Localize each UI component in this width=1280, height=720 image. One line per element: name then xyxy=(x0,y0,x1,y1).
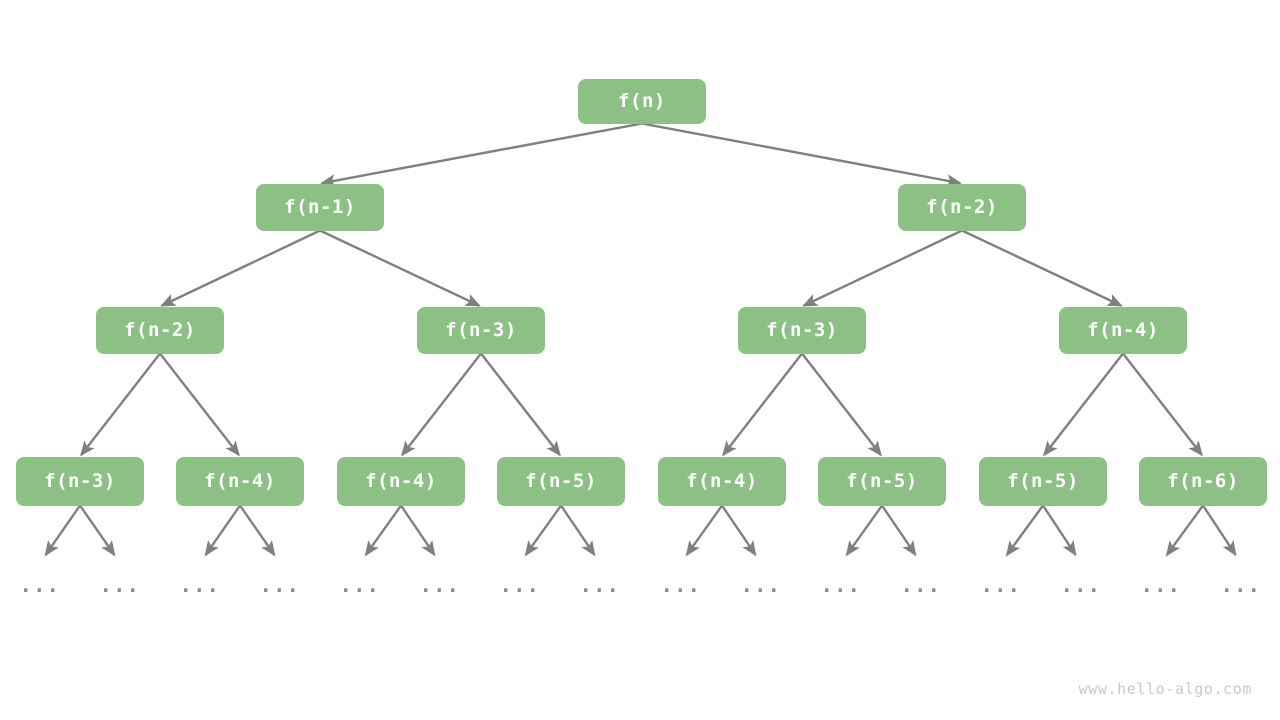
edge-l4n7-to-l5n14 xyxy=(1041,504,1077,557)
tree-node-l4n1[interactable]: f(n-3) xyxy=(16,456,144,506)
edge-l1n1-to-l2n1 xyxy=(320,122,643,188)
tree-node-l4n8[interactable]: f(n-6) xyxy=(1139,456,1267,506)
tree-node-l1n1[interactable]: f(n) xyxy=(578,78,706,124)
ellipsis-l5n10: ... xyxy=(740,573,782,597)
ellipsis-l5n7: ... xyxy=(499,573,541,597)
edge-l4n3-to-l5n5 xyxy=(364,504,402,557)
watermark-label: www.hello-algo.com xyxy=(1078,680,1252,698)
ellipsis-l5n16: ... xyxy=(1220,573,1262,597)
edge-l3n4-to-l4n8 xyxy=(1122,352,1203,457)
tree-node-l2n2[interactable]: f(n-2) xyxy=(898,183,1026,231)
edge-l4n6-to-l5n11 xyxy=(845,504,883,557)
tree-node-l3n3[interactable]: f(n-3) xyxy=(738,306,866,354)
tree-node-l2n1[interactable]: f(n-1) xyxy=(256,183,384,231)
edge-l1n1-to-l2n2 xyxy=(641,122,962,188)
ellipsis-l5n1: ... xyxy=(19,573,61,597)
edge-l3n1-to-l4n1 xyxy=(80,352,161,457)
edge-l3n3-to-l4n6 xyxy=(801,352,882,457)
edge-l3n2-to-l4n4 xyxy=(480,352,561,457)
tree-node-l4n2[interactable]: f(n-4) xyxy=(176,456,304,506)
tree-node-l4n6[interactable]: f(n-5) xyxy=(818,456,946,506)
ellipsis-l5n6: ... xyxy=(419,573,461,597)
edge-l4n7-to-l5n13 xyxy=(1005,504,1044,557)
ellipsis-l5n9: ... xyxy=(660,573,702,597)
edge-l3n1-to-l4n2 xyxy=(159,352,240,457)
edge-l4n1-to-l5n2 xyxy=(79,504,116,557)
ellipsis-l5n11: ... xyxy=(820,573,862,597)
tree-node-l4n4[interactable]: f(n-5) xyxy=(497,456,625,506)
tree-node-l4n3[interactable]: f(n-4) xyxy=(337,456,465,506)
tree-node-l3n2[interactable]: f(n-3) xyxy=(417,306,545,354)
ellipsis-l5n15: ... xyxy=(1140,573,1182,597)
ellipsis-l5n4: ... xyxy=(259,573,301,597)
tree-node-l3n1[interactable]: f(n-2) xyxy=(96,306,224,354)
edge-group xyxy=(44,122,1237,557)
edge-l3n3-to-l4n5 xyxy=(722,352,803,457)
edge-l4n5-to-l5n10 xyxy=(721,504,757,557)
edge-l2n2-to-l3n4 xyxy=(961,229,1123,307)
edge-l4n6-to-l5n12 xyxy=(881,504,917,557)
ellipsis-l5n3: ... xyxy=(179,573,221,597)
edge-l4n8-to-l5n16 xyxy=(1201,504,1237,557)
edge-l2n1-to-l3n1 xyxy=(160,229,321,307)
edge-l4n5-to-l5n9 xyxy=(685,504,723,557)
ellipsis-l5n13: ... xyxy=(980,573,1022,597)
tree-node-l4n7[interactable]: f(n-5) xyxy=(979,456,1107,506)
edge-l4n2-to-l5n3 xyxy=(204,504,241,557)
tree-node-l3n4[interactable]: f(n-4) xyxy=(1059,306,1187,354)
edge-l4n4-to-l5n8 xyxy=(560,504,596,557)
edge-l3n2-to-l4n3 xyxy=(401,352,482,457)
edge-l4n3-to-l5n6 xyxy=(400,504,436,557)
ellipsis-l5n8: ... xyxy=(579,573,621,597)
edge-l3n4-to-l4n7 xyxy=(1043,352,1124,457)
edge-l4n8-to-l5n15 xyxy=(1165,504,1204,557)
ellipsis-l5n12: ... xyxy=(900,573,942,597)
edge-l4n1-to-l5n1 xyxy=(44,504,81,557)
ellipsis-l5n14: ... xyxy=(1060,573,1102,597)
ellipsis-l5n2: ... xyxy=(99,573,141,597)
edge-l4n4-to-l5n7 xyxy=(524,504,562,557)
edge-l2n2-to-l3n3 xyxy=(802,229,963,307)
tree-node-l4n5[interactable]: f(n-4) xyxy=(658,456,786,506)
edge-l4n2-to-l5n4 xyxy=(239,504,276,557)
edge-l2n1-to-l3n2 xyxy=(319,229,481,307)
ellipsis-l5n5: ... xyxy=(339,573,381,597)
